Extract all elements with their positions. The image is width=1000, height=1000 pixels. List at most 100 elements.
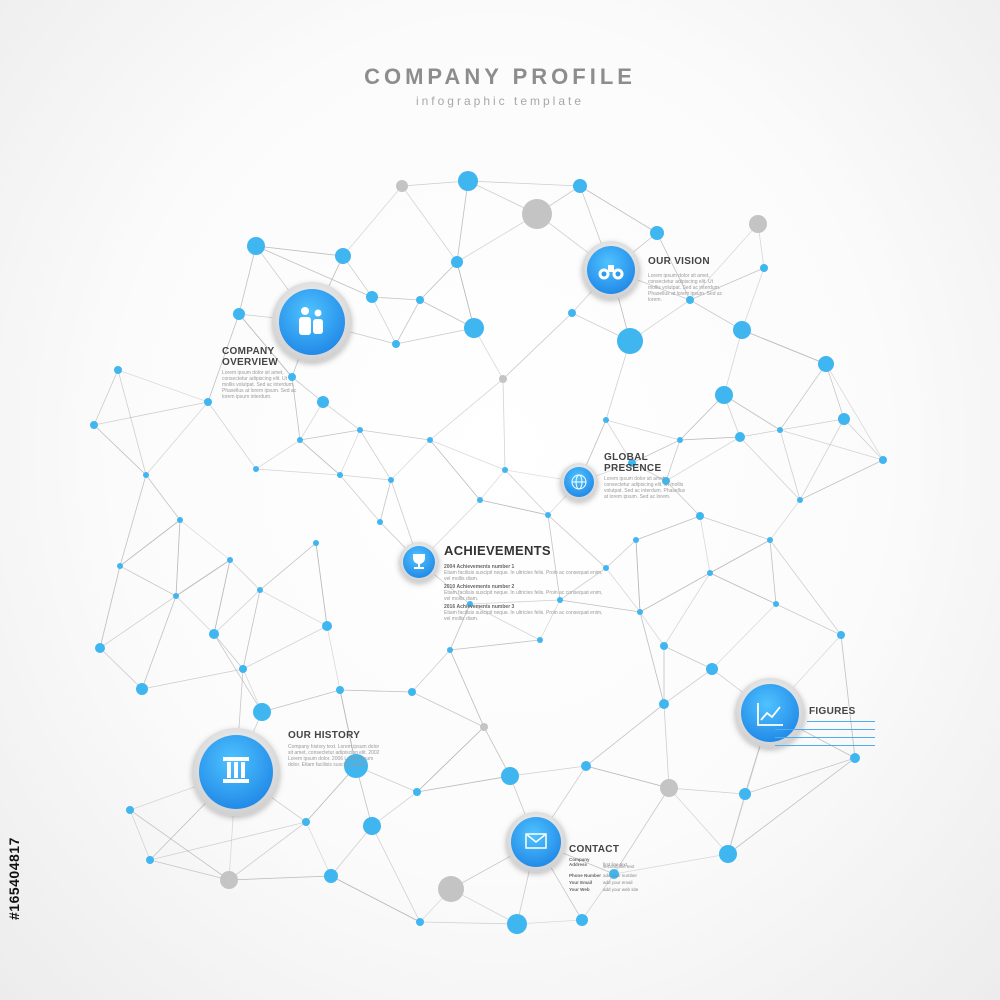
network-edge xyxy=(449,649,485,728)
network-edge xyxy=(449,639,541,651)
network-edge xyxy=(779,429,801,501)
network-node xyxy=(617,328,643,354)
network-edge xyxy=(502,378,506,471)
network-node xyxy=(257,587,263,593)
network-edge xyxy=(456,180,469,263)
network-edge xyxy=(779,363,827,431)
contact-key: Phone Number xyxy=(569,873,602,878)
network-edge xyxy=(663,703,670,789)
network-edge xyxy=(255,245,373,298)
network-node xyxy=(233,308,245,320)
network-edge xyxy=(291,376,301,441)
network-nodes xyxy=(90,171,887,934)
figures-line xyxy=(775,745,875,746)
figures-line xyxy=(775,737,875,738)
network-edge xyxy=(509,765,587,777)
network-edge xyxy=(141,595,177,690)
our-vision-node[interactable] xyxy=(582,241,640,299)
network-node xyxy=(767,537,773,543)
network-edge xyxy=(149,821,307,861)
achievement-name: Achievements number 2 xyxy=(456,584,515,590)
network-edge xyxy=(401,185,458,263)
network-edge xyxy=(291,376,324,403)
network-node xyxy=(603,417,609,423)
network-edge xyxy=(775,603,842,636)
network-edge xyxy=(305,821,332,877)
network-node xyxy=(609,869,619,879)
network-edge xyxy=(416,775,511,793)
network-edge xyxy=(665,436,741,482)
network-node xyxy=(838,413,850,425)
achievement-name: Achievements number 3 xyxy=(456,604,515,610)
contact-node[interactable] xyxy=(506,812,566,872)
achievement-text: Etiam facilisis suscipit neque. In ultri… xyxy=(444,590,603,602)
trophy-icon xyxy=(413,554,425,569)
network-edge xyxy=(416,775,511,793)
network-edge xyxy=(579,185,658,234)
network-edge xyxy=(371,296,421,301)
network-node xyxy=(408,688,416,696)
network-edge xyxy=(213,559,231,635)
network-node xyxy=(227,557,233,563)
network-edge xyxy=(699,515,711,574)
network-edge xyxy=(429,378,504,441)
network-node xyxy=(136,683,148,695)
network-edge xyxy=(419,261,458,301)
network-edge xyxy=(299,429,361,441)
network-edge xyxy=(342,255,373,298)
network-edge xyxy=(559,599,641,613)
network-node xyxy=(204,398,212,406)
network-edge xyxy=(668,787,729,855)
network-node xyxy=(458,171,478,191)
figures-title: FIGURES xyxy=(809,706,856,717)
global-presence-node[interactable] xyxy=(560,463,598,501)
achievements-title: ACHIEVEMENTS xyxy=(444,543,551,558)
network-node xyxy=(696,512,704,520)
network-node xyxy=(628,459,636,467)
company-overview-node[interactable] xyxy=(272,282,352,362)
our-history-node[interactable] xyxy=(192,728,280,816)
achievement-year: 2004 xyxy=(444,564,456,570)
network-node xyxy=(416,296,424,304)
network-edge xyxy=(799,459,884,501)
network-edge xyxy=(119,474,147,567)
network-edge xyxy=(769,539,842,636)
network-edge xyxy=(342,185,403,257)
network-edge xyxy=(175,595,215,635)
network-node xyxy=(467,601,473,607)
figures-node[interactable] xyxy=(735,678,805,748)
network-node xyxy=(581,761,591,771)
network-edge xyxy=(175,559,231,597)
network-node xyxy=(173,593,179,599)
network-node xyxy=(760,264,768,272)
network-edge xyxy=(840,634,856,759)
network-edge xyxy=(689,267,765,301)
contact-key: Company Address xyxy=(569,857,590,867)
achievement-year: 2016 xyxy=(444,604,456,610)
network-edge xyxy=(99,565,121,649)
network-node xyxy=(388,477,394,483)
network-node xyxy=(507,914,527,934)
network-node xyxy=(573,179,587,193)
network-node xyxy=(253,703,271,721)
network-edge xyxy=(679,394,725,441)
network-edge xyxy=(825,363,884,461)
network-edge xyxy=(229,559,261,591)
network-edge xyxy=(339,474,392,481)
section-nodes xyxy=(192,241,805,872)
achievements-node[interactable] xyxy=(399,542,439,582)
network-edge xyxy=(709,539,771,574)
network-edge xyxy=(379,479,392,523)
network-edge xyxy=(326,625,341,691)
network-edge xyxy=(723,329,743,396)
network-edge xyxy=(339,429,361,476)
network-node xyxy=(392,340,400,348)
network-node xyxy=(735,432,745,442)
network-edge xyxy=(213,633,244,670)
network-node xyxy=(143,472,149,478)
network-node xyxy=(396,180,408,192)
network-edge xyxy=(663,668,713,705)
